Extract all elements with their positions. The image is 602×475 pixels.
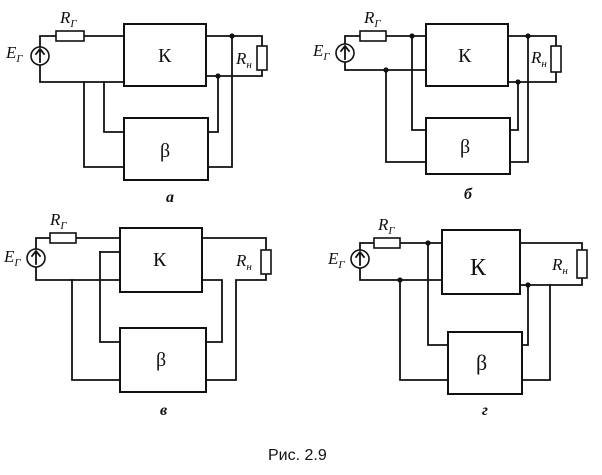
panel-caption: а: [166, 189, 174, 206]
wire: [201, 237, 267, 251]
load-resistor: [260, 249, 272, 275]
junction-dot: [525, 282, 531, 288]
amplifier-block: [441, 229, 521, 295]
source-label: EГ: [5, 43, 23, 65]
load-resistor-label: Rн: [551, 255, 568, 277]
load-resistor: [576, 249, 588, 279]
wire: [519, 242, 583, 251]
wire: [207, 35, 233, 168]
generator-resistor-label: RГ: [49, 210, 67, 232]
wire: [99, 251, 121, 343]
wire: [205, 69, 263, 77]
panel-c: К β RГ EГ Rн в: [3, 210, 272, 419]
amplifier-block: [123, 23, 207, 87]
amplifier-label: К: [470, 255, 487, 281]
junction-dot: [409, 33, 415, 39]
panel-d: К β RГ EГ Rн г: [327, 215, 588, 419]
feedback-block: [123, 117, 209, 181]
wire: [359, 267, 443, 281]
generator-resistor: [373, 237, 401, 249]
amplifier-label: К: [458, 45, 472, 67]
wire: [344, 35, 361, 45]
wire: [39, 65, 125, 83]
wire: [83, 81, 125, 168]
panel-caption: г: [482, 402, 488, 419]
source-label: EГ: [312, 41, 330, 63]
figure-caption: Рис. 2.9: [268, 447, 327, 464]
junction-dot: [515, 79, 521, 85]
wire: [411, 35, 427, 131]
generator-resistor: [359, 30, 387, 42]
junction-dot: [229, 33, 235, 39]
wire: [344, 61, 427, 71]
load-resistor-label: Rн: [235, 251, 252, 273]
junction-dot: [215, 73, 221, 79]
feedback-block: [119, 327, 207, 393]
wire: [35, 237, 51, 249]
panel-caption: в: [160, 402, 167, 419]
wire: [39, 35, 57, 48]
wire: [385, 69, 427, 163]
load-resistor-label: Rн: [530, 48, 547, 70]
wire: [207, 75, 219, 133]
wire: [35, 267, 121, 381]
generator-resistor: [49, 232, 77, 244]
wire: [359, 242, 375, 251]
junction-dot: [525, 33, 531, 39]
generator-resistor-label: RГ: [59, 8, 77, 30]
feedback-label: β: [156, 349, 166, 371]
feedback-block: [447, 331, 523, 395]
junction-dot: [383, 67, 389, 73]
wire: [399, 279, 449, 381]
feedback-label: β: [476, 350, 487, 375]
wire: [521, 277, 583, 381]
load-resistor-label: Rн: [235, 49, 252, 71]
source-label: EГ: [327, 249, 345, 271]
source-arrow-icon: [354, 250, 366, 266]
wire: [103, 81, 125, 133]
load-resistor: [256, 45, 268, 71]
wire: [205, 273, 267, 381]
wire: [427, 242, 449, 346]
junction-dot: [425, 240, 431, 246]
amplifier-block: [119, 227, 203, 293]
panel-caption: б: [464, 186, 473, 203]
wire: [509, 35, 529, 163]
wire: [205, 35, 263, 47]
feedback-label: β: [160, 140, 170, 162]
panel-a: К β RГ EГ Rн а: [5, 8, 268, 206]
source-arrow-icon: [30, 249, 42, 265]
wire: [507, 35, 557, 47]
generator-resistor-label: RГ: [363, 8, 381, 30]
amplifier-label: К: [158, 45, 172, 67]
source-label: EГ: [3, 247, 21, 269]
feedback-label: β: [460, 136, 470, 158]
generator-resistor: [55, 30, 85, 42]
load-resistor: [550, 45, 562, 73]
source-arrow-icon: [34, 47, 46, 63]
amplifier-block: [425, 23, 509, 87]
panel-b: К β RГ EГ Rн б: [312, 8, 562, 203]
junction-dot: [397, 277, 403, 283]
source-arrow-icon: [339, 44, 351, 60]
wire: [201, 279, 223, 343]
wire: [519, 284, 529, 346]
feedback-block: [425, 117, 511, 175]
wire: [509, 81, 519, 131]
generator-resistor-label: RГ: [377, 215, 395, 237]
amplifier-label: К: [153, 249, 167, 271]
wire: [507, 71, 557, 83]
